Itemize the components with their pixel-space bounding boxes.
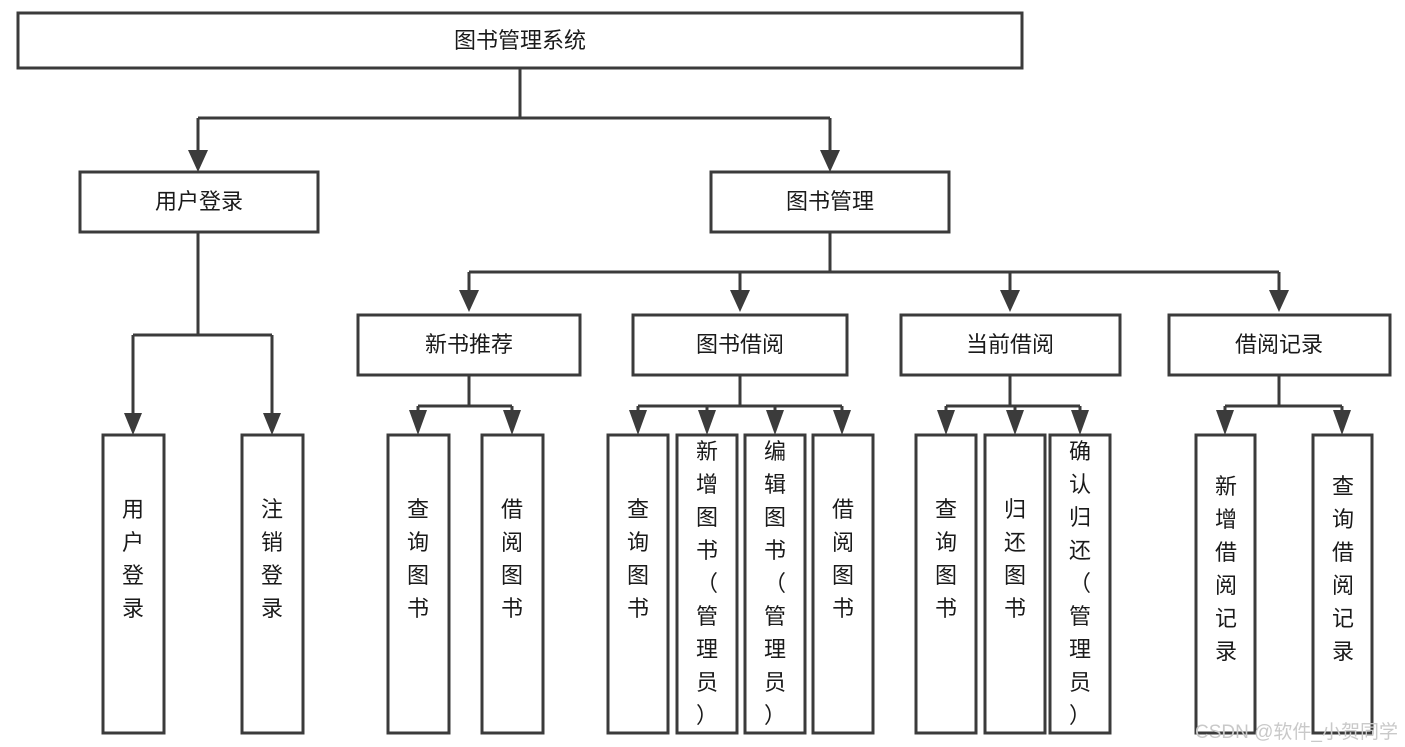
leaf-current-query-box[interactable] xyxy=(914,433,978,735)
leaf-borrow-edit-book-box[interactable] xyxy=(743,433,807,735)
leaf-records-query[interactable]: 查询借阅记录 xyxy=(1311,433,1374,735)
arrow-bookmgmt-c2 xyxy=(730,290,750,312)
node-new-book-recommend-label: 新书推荐 xyxy=(425,332,513,357)
node-user-login-box[interactable] xyxy=(78,170,320,234)
node-current-borrow[interactable]: 当前借阅 xyxy=(899,313,1122,377)
arrow-newbook-c2 xyxy=(503,410,521,435)
arrow-current-c2 xyxy=(1006,410,1024,435)
arrow-records-c1 xyxy=(1216,410,1234,435)
node-current-borrow-box[interactable] xyxy=(899,313,1122,377)
leaf-borrow-query-label: 查询图书 xyxy=(627,497,649,621)
arrow-userlogin-c1 xyxy=(124,413,142,435)
leaf-new-book-query-label: 查询图书 xyxy=(407,497,429,621)
node-current-borrow-label: 当前借阅 xyxy=(966,332,1054,357)
node-borrow-records-label: 借阅记录 xyxy=(1235,332,1323,357)
leaf-records-add-box[interactable] xyxy=(1194,433,1257,735)
leaf-current-query[interactable]: 查询图书 xyxy=(914,433,978,735)
leaf-user-login-login-label: 用户登录 xyxy=(122,497,144,621)
connector-layer xyxy=(124,68,1351,435)
node-user-login[interactable]: 用户登录 xyxy=(78,170,320,234)
leaf-current-return-box[interactable] xyxy=(983,433,1047,735)
leaf-borrow-edit-book-label: 编辑图书（管理员） xyxy=(764,439,786,728)
arrow-current-c1 xyxy=(937,410,955,435)
arrow-userlogin-c2 xyxy=(263,413,281,435)
arrow-borrow-c3 xyxy=(766,410,784,435)
leaf-new-book-borrow[interactable]: 借阅图书 xyxy=(480,433,545,735)
node-borrow-records[interactable]: 借阅记录 xyxy=(1167,313,1392,377)
leaf-new-book-borrow-label: 借阅图书 xyxy=(501,497,523,621)
leaf-current-confirm-return[interactable]: 确认归还（管理员） xyxy=(1048,433,1112,735)
leaf-records-add-label: 新增借阅记录 xyxy=(1215,474,1237,664)
leaf-records-query-box[interactable] xyxy=(1311,433,1374,735)
node-root[interactable]: 图书管理系统 xyxy=(16,11,1024,70)
leaf-records-query-label: 查询借阅记录 xyxy=(1332,474,1354,664)
leaf-user-login-logout-box[interactable] xyxy=(240,433,305,735)
leaf-user-login-logout[interactable]: 注销登录 xyxy=(240,433,305,735)
node-new-book-recommend-box[interactable] xyxy=(356,313,582,377)
node-book-management-label: 图书管理 xyxy=(786,189,874,214)
leaf-current-query-label: 查询图书 xyxy=(935,497,957,621)
arrow-borrow-c2 xyxy=(698,410,716,435)
leaf-borrow-borrow-book[interactable]: 借阅图书 xyxy=(811,433,875,735)
watermark-text: CSDN @软件_小贺同学 xyxy=(1195,721,1398,743)
leaf-current-confirm-return-box[interactable] xyxy=(1048,433,1112,735)
leaf-borrow-borrow-book-label: 借阅图书 xyxy=(832,497,854,621)
leaf-borrow-query[interactable]: 查询图书 xyxy=(606,433,670,735)
arrow-newbook-c1 xyxy=(409,410,427,435)
leaf-records-add[interactable]: 新增借阅记录 xyxy=(1194,433,1257,735)
arrow-bookmgmt-c1 xyxy=(459,290,479,312)
node-book-management-box[interactable] xyxy=(709,170,951,234)
node-book-management[interactable]: 图书管理 xyxy=(709,170,951,234)
leaf-borrow-add-book-label: 新增图书（管理员） xyxy=(696,439,718,728)
leaf-user-login-logout-label: 注销登录 xyxy=(261,497,283,621)
leaf-current-return[interactable]: 归还图书 xyxy=(983,433,1047,735)
leaf-new-book-query-box[interactable] xyxy=(386,433,451,735)
leaf-borrow-edit-book[interactable]: 编辑图书（管理员） xyxy=(743,433,807,735)
arrow-bookmgmt-c3 xyxy=(1000,290,1020,312)
arrow-current-c3 xyxy=(1071,410,1089,435)
leaf-borrow-add-book[interactable]: 新增图书（管理员） xyxy=(675,433,739,735)
node-borrow-records-box[interactable] xyxy=(1167,313,1392,377)
arrow-records-c2 xyxy=(1333,410,1351,435)
node-root-label: 图书管理系统 xyxy=(454,28,586,53)
leaf-current-confirm-return-label: 确认归还（管理员） xyxy=(1069,439,1091,728)
node-new-book-recommend[interactable]: 新书推荐 xyxy=(356,313,582,377)
arrow-borrow-c1 xyxy=(629,410,647,435)
leaf-user-login-login[interactable]: 用户登录 xyxy=(101,433,166,735)
leaf-current-return-label: 归还图书 xyxy=(1004,497,1026,621)
node-book-borrow-box[interactable] xyxy=(631,313,849,377)
node-root-box[interactable] xyxy=(16,11,1024,70)
leaf-borrow-query-box[interactable] xyxy=(606,433,670,735)
leaf-new-book-borrow-box[interactable] xyxy=(480,433,545,735)
node-book-borrow[interactable]: 图书借阅 xyxy=(631,313,849,377)
leaf-new-book-query[interactable]: 查询图书 xyxy=(386,433,451,735)
leaf-borrow-borrow-book-box[interactable] xyxy=(811,433,875,735)
node-user-login-label: 用户登录 xyxy=(155,189,243,214)
arrow-bookmgmt-c4 xyxy=(1269,290,1289,312)
leaf-user-login-login-box[interactable] xyxy=(101,433,166,735)
arrow-root-to-book-mgmt xyxy=(820,150,840,172)
leaf-borrow-add-book-box[interactable] xyxy=(675,433,739,735)
arrow-borrow-c4 xyxy=(833,410,851,435)
arrow-root-to-user-login xyxy=(188,150,208,172)
node-book-borrow-label: 图书借阅 xyxy=(696,332,784,357)
